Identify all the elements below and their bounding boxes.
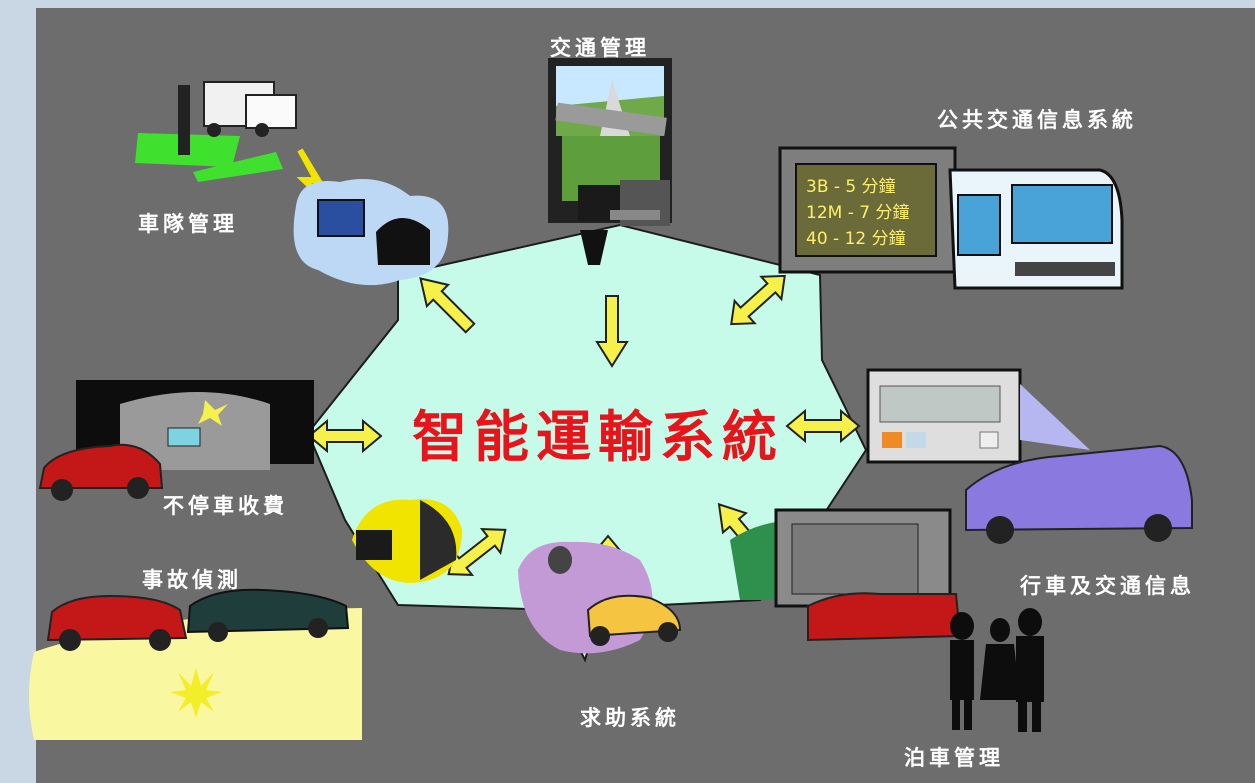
bus-display-line-1: 3B - 5 分鐘 (806, 177, 896, 197)
label-emergency-assistance: 求助系統 (580, 706, 680, 730)
bus-display-line-3: 40 - 12 分鐘 (806, 229, 906, 249)
bus-display-line-2: 12M - 7 分鐘 (806, 203, 910, 223)
incident-picture (29, 588, 362, 740)
emergency-picture (352, 499, 682, 654)
toll-picture (38, 380, 314, 501)
label-traveller-info: 行車及交通信息 (1020, 574, 1195, 598)
center-title: 智能運輸系統 (412, 405, 785, 469)
label-public-transport-info: 公共交通信息系統 (937, 108, 1137, 132)
fleet-picture (135, 81, 449, 286)
label-electronic-toll: 不停車收費 (163, 494, 288, 518)
bus-info-picture (778, 146, 1124, 290)
traveller-info-picture (866, 368, 1193, 544)
label-incident-detection: 事故偵測 (142, 568, 242, 592)
traffic-monitor-picture (548, 58, 672, 265)
label-traffic-management: 交通管理 (550, 36, 650, 60)
label-parking-management: 泊車管理 (904, 746, 1004, 770)
label-fleet-management: 車隊管理 (138, 212, 238, 236)
parking-picture (730, 508, 1044, 732)
